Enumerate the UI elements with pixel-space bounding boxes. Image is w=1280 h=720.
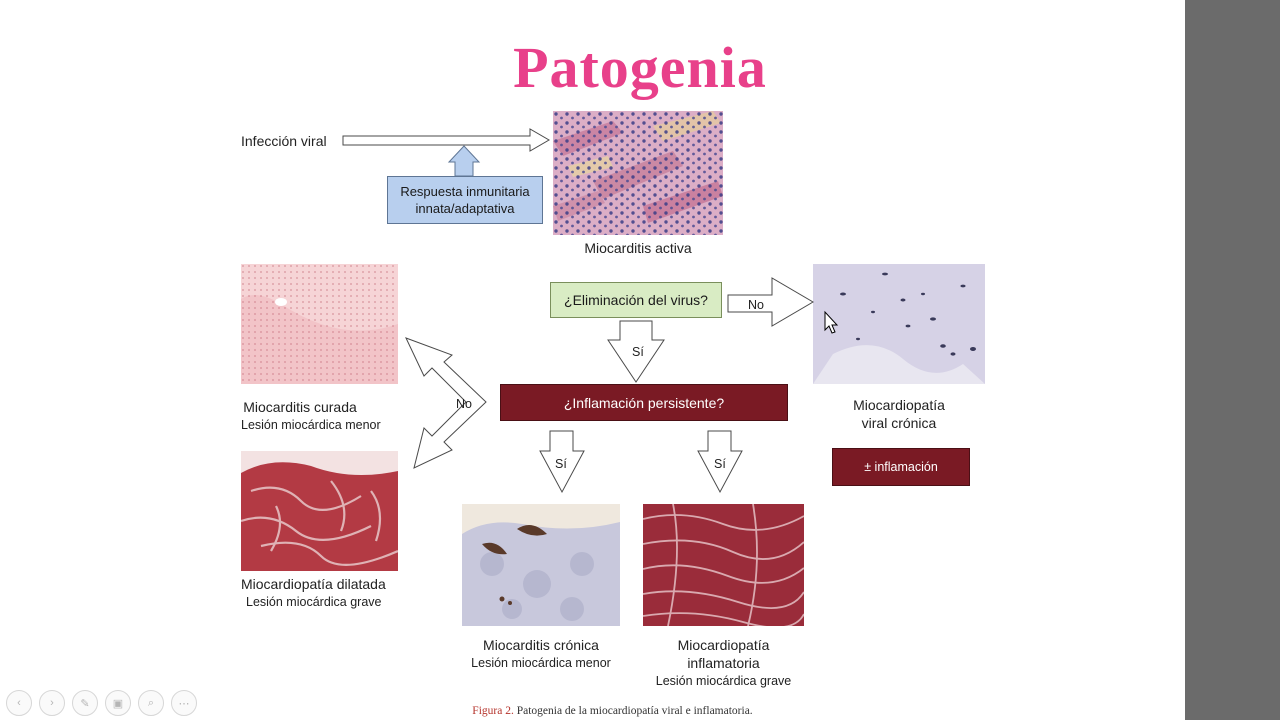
inflammatory-label-line2: inflamatoria <box>687 655 760 671</box>
zoom-icon[interactable]: ⌕ <box>138 690 164 716</box>
no-left-double-arrow <box>405 337 487 469</box>
dilated-cardiomyopathy-image <box>241 451 398 571</box>
plus-minus-inflammation-box: ± inflamación <box>832 448 970 486</box>
cured-minor-damage-label: Lesión miocárdica menor <box>241 418 381 432</box>
si-down-arrow-3 <box>697 430 743 494</box>
chronic-viral-label-line1: Miocardiopatía <box>853 397 945 413</box>
chronic-minor-damage-label: Lesión miocárdica menor <box>471 656 611 670</box>
chronic-myocarditis-label: Miocarditis crónica <box>483 637 599 653</box>
caption-text: Patogenia de la miocardiopatía viral e i… <box>516 705 753 717</box>
si-down-arrow-2 <box>539 430 585 494</box>
inflammatory-severe-damage-label: Lesión miocárdica grave <box>655 674 792 688</box>
persistent-inflammation-box: ¿Inflamación persistente? <box>500 384 788 421</box>
chronic-viral-label-line2: viral crónica <box>861 415 937 431</box>
no-label-right: No <box>748 298 764 312</box>
flow-arrows <box>342 128 814 494</box>
si-label-3: Sí <box>714 457 726 471</box>
dilated-severe-damage-label: Lesión miocárdica grave <box>246 595 382 609</box>
immune-response-box: Respuesta inmunitaria innata/adaptativa <box>387 176 543 224</box>
slide-title: Patogenia <box>513 35 767 100</box>
presentation-toolbar: ‹ › ✎ ▣ ⌕ ⋯ <box>6 690 197 716</box>
no-label-left: No <box>456 397 472 411</box>
immune-response-line2: innata/adaptativa <box>415 201 515 216</box>
active-myocarditis-label: Miocarditis activa <box>584 240 692 256</box>
caption-figure-number: Figura 2. <box>472 705 514 717</box>
more-icon[interactable]: ⋯ <box>171 690 197 716</box>
viral-infection-label: Infección viral <box>241 133 327 149</box>
no-right-arrow <box>727 277 814 327</box>
chronic-viral-cardiomyopathy-image <box>813 264 985 384</box>
si-label-2: Sí <box>555 457 567 471</box>
virus-elimination-box: ¿Eliminación del virus? <box>550 282 722 318</box>
infection-arrow <box>342 128 550 152</box>
chronic-myocarditis-image <box>462 504 620 626</box>
immune-up-arrow <box>447 145 481 177</box>
si-down-arrow-1 <box>607 320 665 383</box>
cured-myocarditis-label: Miocarditis curada <box>243 399 357 415</box>
immune-response-line1: Respuesta inmunitaria <box>400 184 530 199</box>
figure-caption: Figura 2. Patogenia de la miocardiopatía… <box>0 705 1225 717</box>
active-myocarditis-image <box>553 111 723 235</box>
side-panel <box>1185 0 1280 720</box>
pen-icon[interactable]: ✎ <box>72 690 98 716</box>
prev-icon[interactable]: ‹ <box>6 690 32 716</box>
slides-icon[interactable]: ▣ <box>105 690 131 716</box>
dilated-cardiomyopathy-label: Miocardiopatía dilatada <box>241 576 386 592</box>
inflammatory-label-line1: Miocardiopatía <box>677 637 770 653</box>
si-label-1: Sí <box>632 345 644 359</box>
slide: Patogenia Infección viral Respuesta inmu… <box>6 35 985 717</box>
cured-myocarditis-image <box>241 264 398 384</box>
inflammatory-cardiomyopathy-image <box>643 504 804 626</box>
play-icon[interactable]: › <box>39 690 65 716</box>
